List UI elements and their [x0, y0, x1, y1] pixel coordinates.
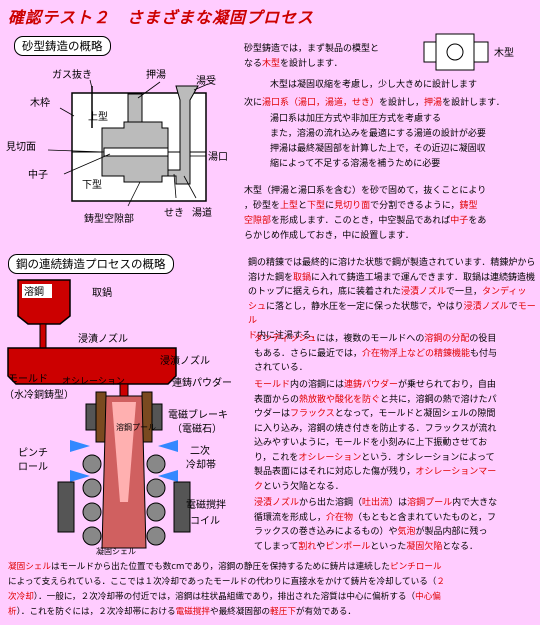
cc-para-5: 凝固シェルはモールドから出た位置でも数cmであり，溶鋼の静圧を保持するために鋳片…: [8, 562, 446, 617]
label-pinch-2: ロール: [18, 462, 48, 473]
label-core: 中子: [28, 168, 48, 181]
label-ems-2: コイル: [190, 516, 220, 527]
label-cool-2: 冷却帯: [186, 458, 216, 471]
continuous-casting-diagram: 溶鋼 取鍋 浸漬ノズル 浸漬ノズル 連鋳パウダー オシレーション 溶鋼プール モ…: [4, 279, 232, 556]
label-mold-powder: 連鋳パウダー: [172, 376, 232, 389]
label-drag: 下型: [82, 178, 102, 191]
cc-para-4: 浸漬ノズルから出た溶鋼（吐出流）は溶鋼プール内で大きな 循環流を形成し，介在物（…: [254, 498, 498, 552]
section-heading-sand-casting: 砂型鋳造の概略: [14, 36, 111, 56]
label-molten-steel: 溶鋼: [24, 285, 44, 298]
label-ems-1: 電磁撹拌: [186, 498, 226, 511]
label-wooden-pattern: 木型: [494, 46, 514, 59]
label-mold: モールド: [8, 374, 48, 385]
tundish-shape: [7, 347, 177, 385]
sand-para-1: 砂型鋳造では，まず製品の模型と なる木型を設計します．: [244, 44, 380, 69]
section-heading-continuous-casting: 鋼の連続鋳造プロセスの概略: [8, 254, 174, 274]
label-runner: 湯道: [192, 206, 212, 219]
label-shell: 凝固シェル: [96, 546, 136, 556]
label-cool-1: 二次: [190, 444, 210, 457]
label-sprue: 湯口: [208, 150, 228, 163]
sand-para-2: 木型は凝固収縮を考慮し，少し大きめに設計します: [270, 80, 478, 90]
label-parting-surface: 見切面: [6, 141, 36, 153]
sand-casting-diagram: ガス抜き 押湯 湯受 木枠 上型 見切面 湯口 中子 下型 鋳型空隙部 せき 湯…: [6, 68, 228, 225]
label-nozzle-1: 浸漬ノズル: [78, 332, 128, 345]
emb-right: [151, 403, 163, 431]
label-em-brake-sub: （電磁石）: [172, 422, 222, 435]
sand-para-5: 木型（押湯と湯口系を含む）を砂で固めて，抜くことにより ，砂型を上型と下型に見切…: [244, 186, 487, 241]
label-cope: 上型: [88, 110, 108, 123]
wooden-pattern-illustration: 木型: [423, 33, 514, 71]
cc-para-2: タンディッシュには，複数のモールドへの溶鋼の分配の役目 もある．さらに最近では，…: [254, 334, 498, 373]
label-pouring-basin: 湯受: [196, 74, 216, 87]
label-mold-sub: （水冷銅鋳型）: [4, 388, 74, 401]
label-riser: 押湯: [146, 68, 166, 81]
liquid-pool-shape: [112, 402, 136, 502]
cc-para-1: 鋼の精錬では最終的に溶けた状態で鋼が製造されています．精錬炉から 溶けた鋼を取鍋…: [248, 258, 536, 341]
ems-left: [57, 481, 75, 533]
label-flask: 木枠: [30, 96, 50, 109]
label-nozzle-2: 浸漬ノズル: [160, 354, 210, 367]
core-shape: [103, 147, 169, 157]
sand-para-4: 湯口系は加圧方式や非加圧方式を考慮する また，溶湯の流れ込みを最適にする湯道の設…: [270, 114, 486, 169]
label-em-brake: 電磁ブレーキ: [168, 408, 228, 421]
label-ladle: 取鍋: [92, 286, 112, 299]
page-title: 確認テスト２ さまざまな凝固プロセス: [8, 8, 315, 27]
label-gas-vent: ガス抜き: [52, 68, 92, 81]
sprue-shape: [167, 85, 199, 185]
cc-para-3: モールド内の溶鋼には連鋳パウダーが乗せられており，自由 表面からの熱放散や酸化を…: [254, 380, 497, 492]
ems-right: [173, 481, 191, 533]
label-mold-cavity: 鋳型空隙部: [84, 212, 134, 225]
riser-shape: [127, 93, 143, 123]
label-gate: せき: [164, 207, 184, 219]
emb-left: [85, 403, 97, 431]
label-pinch-1: ピンチ: [18, 447, 48, 459]
label-oscillation: オシレーション: [62, 376, 125, 387]
label-pool: 溶鋼プール: [116, 422, 156, 432]
sand-para-3: 次に湯口系（湯口，湯道，せき）を設計し，押湯を設計します．: [244, 98, 505, 108]
